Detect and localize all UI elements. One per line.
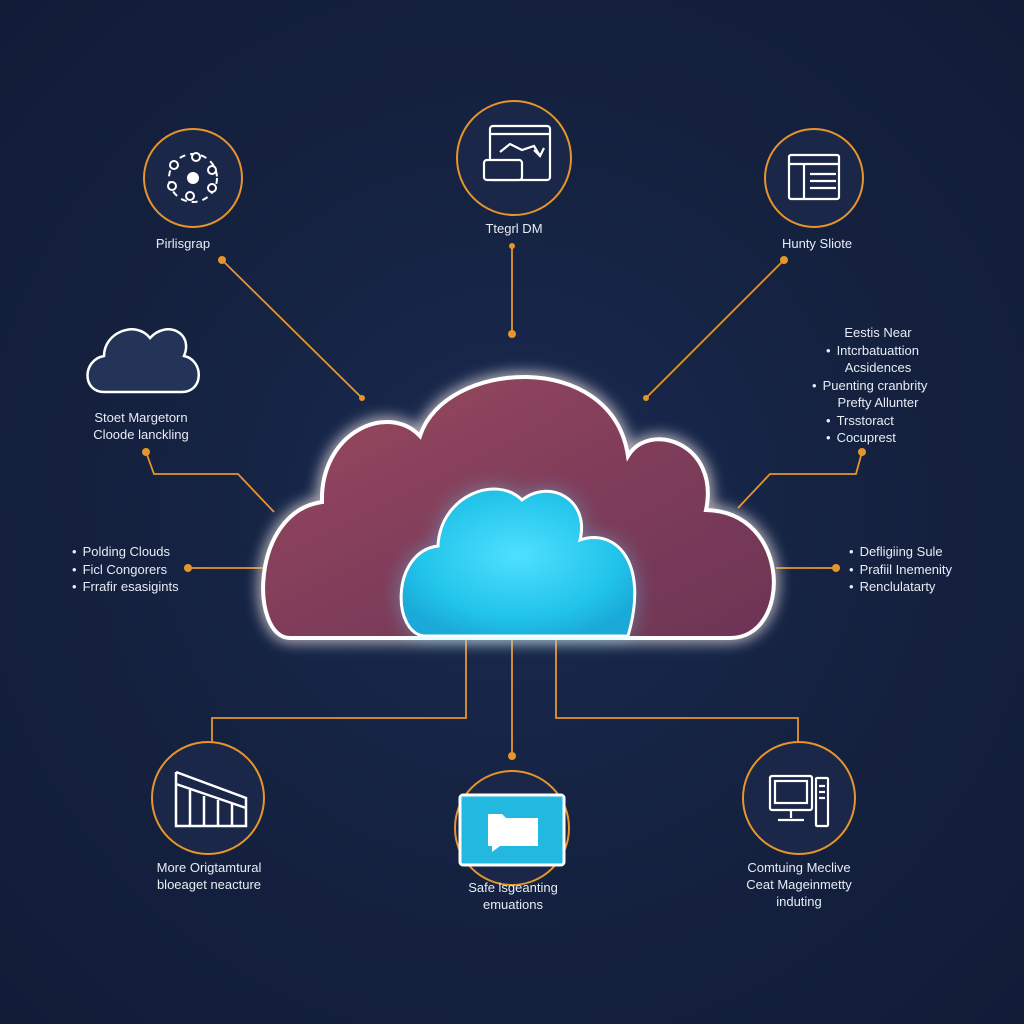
label-bottom-right: Comtuing Meclive Ceat Mageinmetty induti… <box>746 859 852 910</box>
list-item: Prafiil Inemenity <box>849 561 952 579</box>
connector-mid-right <box>737 451 863 509</box>
connector-dot <box>780 256 788 264</box>
connector-dot <box>218 256 226 264</box>
network-nodes-icon <box>167 152 218 203</box>
connector-dot <box>184 564 192 572</box>
list-right-mid: Defligiing Sule Prafiil Inemenity Renclu… <box>849 543 952 596</box>
connector-lines <box>145 246 863 756</box>
label-line: Stoet Margetorn <box>94 410 188 425</box>
list-item: Acsidences <box>844 360 912 375</box>
label-bottom-center: Safe lsgeanting emuations <box>468 879 558 913</box>
label-line: emuations <box>483 897 543 912</box>
list-item: Puenting cranbrity <box>812 377 930 395</box>
spreadsheet-window-icon <box>787 153 841 201</box>
label-mid-left: Stoet Margetorn Cloode lanckling <box>93 409 188 443</box>
list-item: Trsstoract <box>826 412 930 430</box>
label-bottom-left: More Origtamtural bloeaget neacture <box>157 859 262 893</box>
node-ring <box>456 100 572 216</box>
connector-top-left <box>221 259 363 399</box>
label-line: bloeaget neacture <box>156 877 262 892</box>
label-top-center: Ttegrl DM <box>485 221 543 236</box>
list-item: Intcrbatuattion <box>826 342 930 360</box>
connector-bottom-right <box>555 640 799 742</box>
connector-mid-left <box>145 451 275 513</box>
label-line: Ceat Mageinmetty <box>746 877 852 892</box>
label-top-left: Pirlisgrap <box>155 236 211 251</box>
connector-top-right <box>645 259 785 399</box>
list-right-upper: Eestis Near Intcrbatuattion Acsidences P… <box>823 324 930 447</box>
building-icon <box>174 770 248 828</box>
node-bottom-center <box>454 770 570 886</box>
connector-dot <box>509 243 515 249</box>
connector-dot <box>142 448 150 456</box>
list-item: Renclulatarty <box>849 578 952 596</box>
list-item: Frrafir esasigints <box>72 578 179 596</box>
connector-dot <box>508 752 516 760</box>
list-item: Cocuprest <box>826 429 930 447</box>
label-top-right: Hunty Sliote <box>781 236 853 251</box>
connector-dots <box>142 243 866 760</box>
label-line: Cloode lanckling <box>93 427 189 442</box>
node-bottom-right <box>742 741 856 855</box>
list-item: Eestis Near <box>844 325 912 340</box>
label-line: induting <box>776 894 822 909</box>
node-bottom-left <box>151 741 265 855</box>
label-line: Comtuing Meclive <box>747 860 851 875</box>
cloud-outline-icon <box>86 328 200 394</box>
node-top-right <box>764 128 864 228</box>
connector-dot <box>359 395 365 401</box>
connector-dot <box>643 395 649 401</box>
central-cloud <box>261 375 776 640</box>
list-item: Defligiing Sule <box>849 543 952 561</box>
connector-dot <box>832 564 840 572</box>
node-ring <box>764 128 864 228</box>
list-item: Prefty Allunter <box>837 395 919 410</box>
node-top-center <box>456 100 572 216</box>
list-left-mid: Polding Clouds Ficl Congorers Frrafir es… <box>72 543 179 596</box>
window-workflow-icon <box>482 124 552 182</box>
list-item: Polding Clouds <box>72 543 179 561</box>
folder-monitor-icon <box>488 814 538 852</box>
connector-bottom-left <box>211 640 467 742</box>
node-top-left <box>143 128 243 228</box>
label-line: More Origtamtural <box>156 860 262 875</box>
desktop-computer-icon <box>768 774 830 828</box>
connector-dot <box>508 330 516 338</box>
inner-cloud <box>399 487 637 638</box>
list-item: Ficl Congorers <box>72 561 179 579</box>
label-line: Safe lsgeanting <box>468 880 558 895</box>
connector-dot <box>858 448 866 456</box>
